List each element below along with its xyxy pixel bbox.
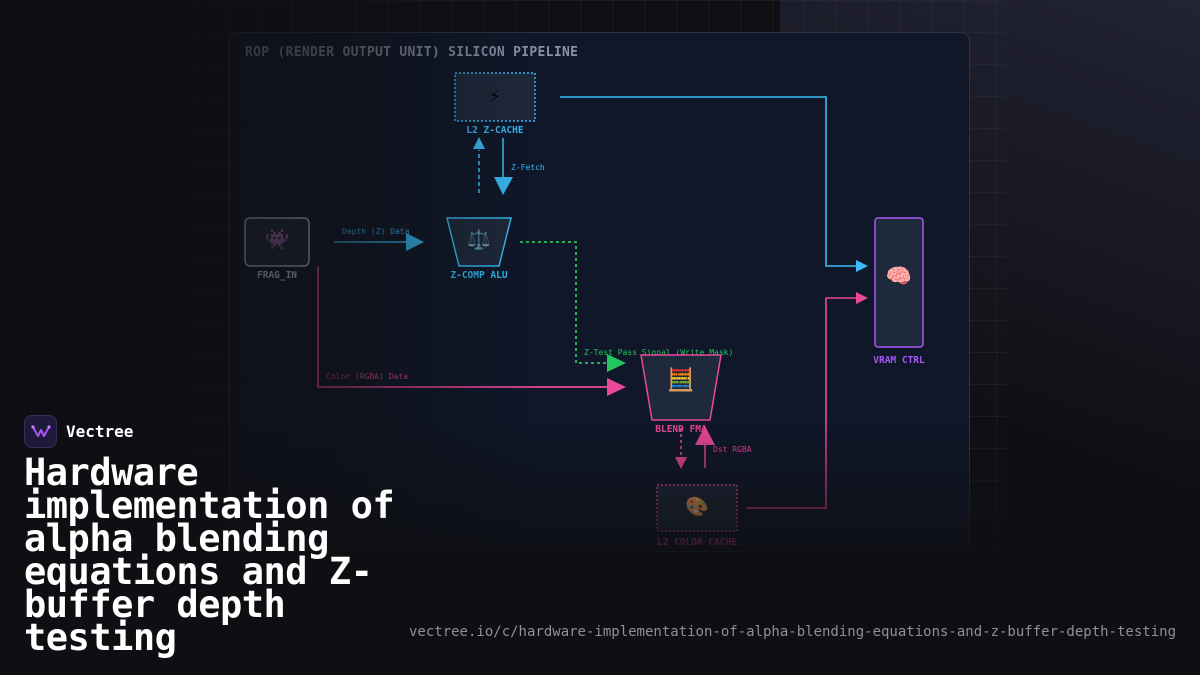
node-vram-ctrl: 🧠 VRAM CTRL — [873, 217, 925, 366]
edge-zfetch-label: Z-Fetch — [511, 163, 545, 172]
alien-monster-icon: 👾 — [265, 227, 290, 251]
edge-zpass: Z-Test Pass Signal (Write Mask) — [520, 241, 733, 372]
node-l2-zcache-label: L2 Z-CACHE — [466, 125, 523, 136]
palette-icon: 🎨 — [685, 495, 709, 518]
node-color-cache-label: L2 COLOR CACHE — [657, 537, 737, 548]
node-color-cache: 🎨 L2 COLOR CACHE — [656, 484, 738, 548]
brain-icon: 🧠 — [886, 264, 912, 288]
edge-depth-label: Depth (Z) Data — [342, 227, 410, 236]
edge-colorcache-to-vram — [746, 292, 868, 509]
node-blend-label: BLEND FMA — [655, 424, 707, 435]
edge-depth: Depth (Z) Data — [334, 227, 424, 251]
brand-name: Vectree — [66, 422, 134, 441]
edge-l2-to-vram — [560, 96, 868, 272]
abacus-icon: 🧮 — [667, 367, 694, 393]
edge-color-label: Color (RGBA) Data — [326, 372, 408, 381]
edge-color: Color (RGBA) Data — [317, 266, 626, 396]
page-headline: Hardware implementation of alpha blendin… — [24, 451, 395, 659]
scales-icon: ⚖️ — [467, 228, 491, 251]
node-zcomp-alu: ⚖️ Z-COMP ALU — [446, 217, 512, 281]
page-url[interactable]: vectree.io/c/hardware-implementation-of-… — [408, 624, 1176, 640]
lightning-icon: ⚡ — [489, 85, 500, 107]
node-vram-label: VRAM CTRL — [873, 355, 925, 366]
edge-zfetch: Z-Fetch — [494, 138, 545, 195]
node-frag-in: 👾 FRAG_IN — [244, 217, 310, 281]
edge-dst-label: Dst RGBA — [713, 445, 752, 454]
node-blend-fma: 🧮 BLEND FMA — [640, 354, 722, 435]
node-zcomp-label: Z-COMP ALU — [450, 270, 507, 281]
edge-zcache-writeback — [473, 137, 485, 193]
node-frag-in-label: FRAG_IN — [257, 270, 297, 281]
vectree-logo-icon — [24, 415, 57, 448]
node-l2-zcache: ⚡ L2 Z-CACHE — [454, 72, 536, 136]
brand: Vectree — [24, 415, 133, 448]
